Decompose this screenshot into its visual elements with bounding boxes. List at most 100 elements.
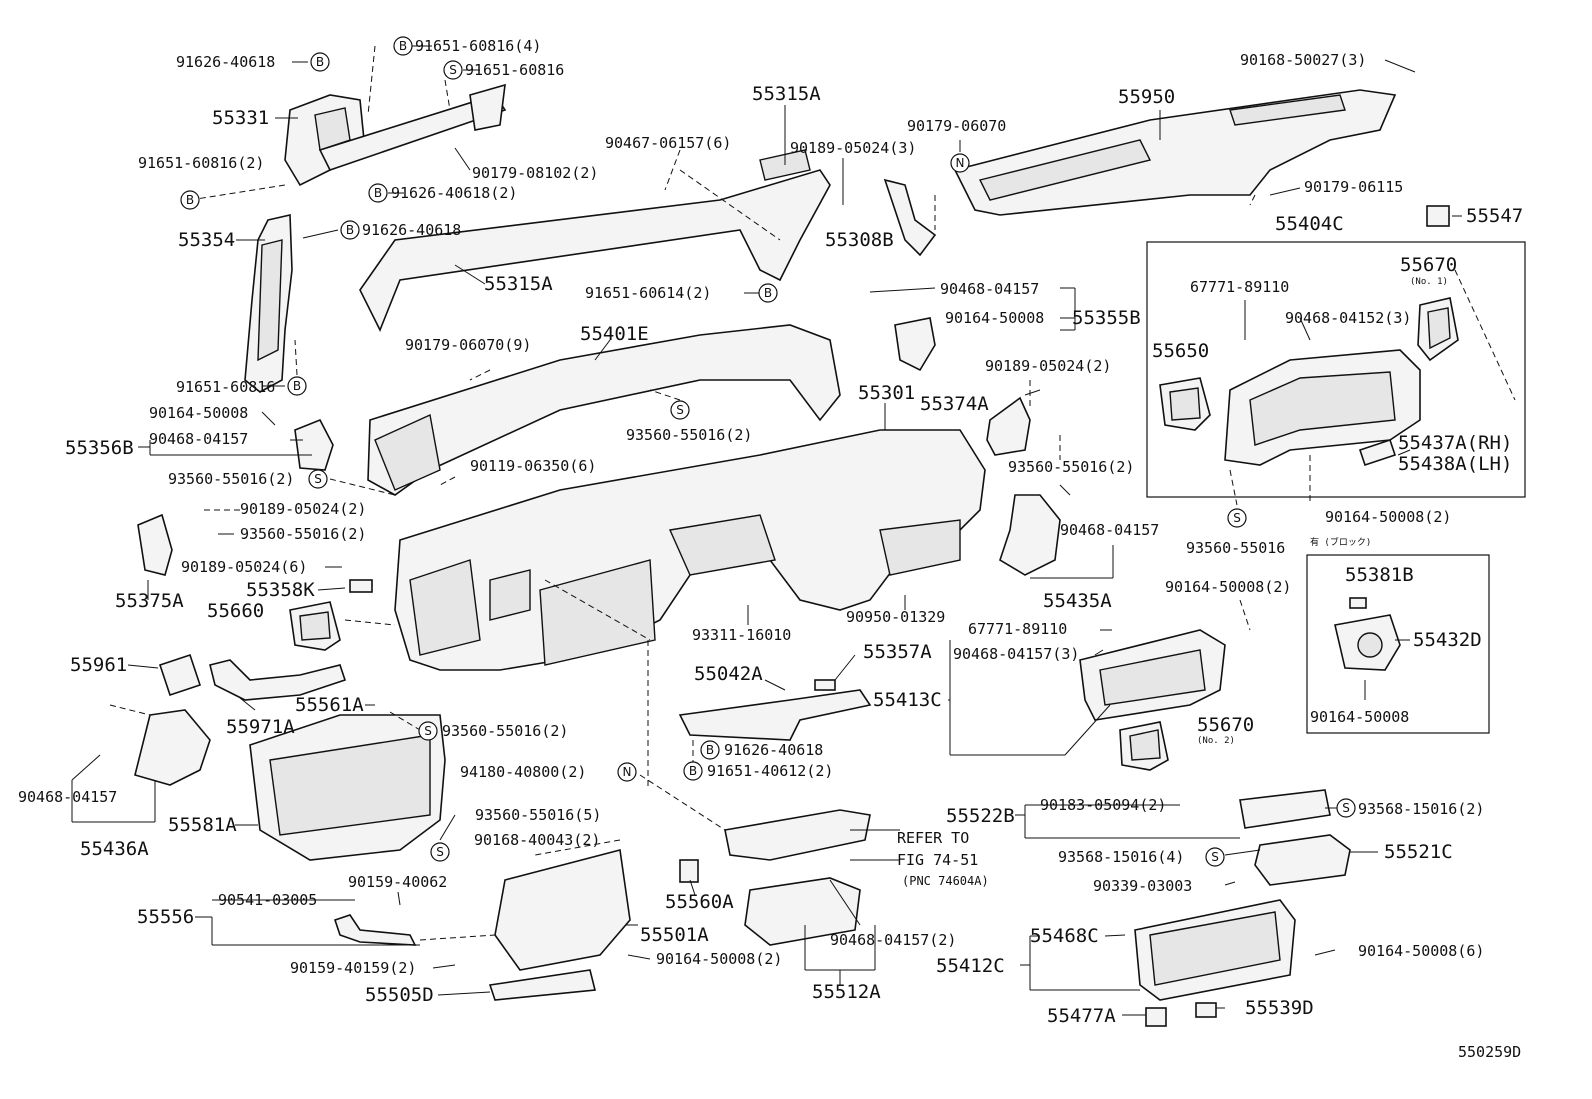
label-91651-60614-2: 91651-60614(2) <box>585 284 711 302</box>
label-55358K: 55358K <box>246 579 315 601</box>
part-55435A-side-panel <box>999 494 1061 576</box>
marker-s-1: S <box>443 60 463 80</box>
part-55505D-hinge <box>488 969 597 1001</box>
part-55670-vent-no1 <box>1417 297 1459 362</box>
svg-text:B: B <box>764 286 772 300</box>
label-90159-40159-2: 90159-40159(2) <box>290 959 416 977</box>
marker-n-2: N <box>617 762 637 782</box>
label-55401E: 55401E <box>580 323 649 345</box>
svg-text:S: S <box>424 724 432 738</box>
label-55374A: 55374A <box>920 393 989 415</box>
label-55547: 55547 <box>1466 205 1523 227</box>
marker-b-5: B <box>340 220 360 240</box>
marker-b-7: B <box>758 283 778 303</box>
part-55547-clip <box>1426 205 1450 227</box>
label-55435A: 55435A <box>1043 590 1112 612</box>
label-93311-16010: 93311-16010 <box>692 626 791 644</box>
label-90164-50008-2c: 90164-50008(2) <box>656 950 782 968</box>
svg-text:S: S <box>314 472 322 486</box>
part-55042A-reinforcement <box>678 689 872 741</box>
label-55560A: 55560A <box>665 891 734 913</box>
part-55356B-bracket <box>294 418 334 471</box>
label-90179-06070-9: 90179-06070(9) <box>405 336 531 354</box>
label-90168-50027-3: 90168-50027(3) <box>1240 51 1366 69</box>
marker-s-5: S <box>418 721 438 741</box>
label-55404C: 55404C <box>1275 213 1344 235</box>
part-55381B-clip <box>1349 597 1367 609</box>
label-90189-05024-6: 90189-05024(6) <box>181 558 307 576</box>
label-91626-40618-c: 91626-40618 <box>724 741 823 759</box>
marker-b-6: B <box>287 376 307 396</box>
label-55650: 55650 <box>1152 340 1209 362</box>
part-55357A-pad <box>814 679 836 691</box>
svg-text:B: B <box>316 55 324 69</box>
label-90164-50008-6: 90164-50008(6) <box>1358 942 1484 960</box>
label-90468-04157-d: 90468-04157 <box>18 788 117 806</box>
label-55412C: 55412C <box>936 955 1005 977</box>
label-55432D: 55432D <box>1413 629 1482 651</box>
svg-text:B: B <box>399 39 407 53</box>
svg-text:B: B <box>374 186 382 200</box>
part-55412C-center-panel <box>1134 899 1296 1001</box>
label-91651-60816: 91651-60816 <box>465 61 564 79</box>
part-55432D-switch-bezel <box>1334 614 1401 671</box>
part-55539D-switch <box>1195 1002 1217 1018</box>
label-55468C: 55468C <box>1030 925 1099 947</box>
label-90183-05094-2: 90183-05094(2) <box>1040 796 1166 814</box>
marker-s-8: S <box>1205 847 1225 867</box>
marker-b-4: B <box>368 183 388 203</box>
label-94180-40800-2: 94180-40800(2) <box>460 763 586 781</box>
label-93560-55016-2e-top: 93560-55016(2) <box>626 426 752 444</box>
label-55522B: 55522B <box>946 805 1015 827</box>
label-55670-no1: 55670 <box>1400 254 1457 276</box>
marker-s-4: S <box>1227 508 1247 528</box>
part-55436A-lower-cover <box>134 709 211 786</box>
label-55581A: 55581A <box>168 814 237 836</box>
label-55556: 55556 <box>137 906 194 928</box>
label-67771-89110: 67771-89110 <box>1190 278 1289 296</box>
part-55355B-bracket <box>894 317 936 372</box>
label-55355B: 55355B <box>1072 307 1141 329</box>
part-55308B-bracket <box>883 178 937 257</box>
label-90468-04157-a: 90468-04157 <box>940 280 1039 298</box>
note-no1: (No. 1) <box>1410 277 1448 287</box>
part-55650-vent <box>1159 377 1211 431</box>
svg-text:S: S <box>676 403 684 417</box>
note-jp-block: 有 (ブロック) <box>1310 536 1371 548</box>
label-55521C: 55521C <box>1384 841 1453 863</box>
note-refer-pnc: (PNC 74604A) <box>902 874 989 888</box>
marker-b-1: B <box>310 52 330 72</box>
svg-text:B: B <box>706 743 714 757</box>
label-55660: 55660 <box>207 600 264 622</box>
label-55308B: 55308B <box>825 229 894 251</box>
label-90468-04157-3: 90468-04157(3) <box>953 645 1079 663</box>
label-90339-03003: 90339-03003 <box>1093 877 1192 895</box>
label-67771-89110-b: 67771-89110 <box>968 620 1067 638</box>
label-55354: 55354 <box>178 229 235 251</box>
part-55521C-pocket <box>1254 834 1351 886</box>
label-90164-50008-b: 90164-50008 <box>149 404 248 422</box>
marker-n-1: N <box>950 153 970 173</box>
label-90164-50008-2a: 90164-50008(2) <box>1325 508 1451 526</box>
label-55357A: 55357A <box>863 641 932 663</box>
label-90468-04157-c: 90468-04157 <box>1060 521 1159 539</box>
part-55660-vent <box>289 601 341 651</box>
marker-b-2: B <box>393 36 413 56</box>
svg-text:S: S <box>449 63 457 77</box>
label-55477A: 55477A <box>1047 1005 1116 1027</box>
label-90164-50008-c: 90164-50008 <box>1310 708 1409 726</box>
svg-text:N: N <box>623 765 632 779</box>
label-90541-03005: 90541-03005 <box>218 891 317 909</box>
label-90467-06157-6: 90467-06157(6) <box>605 134 731 152</box>
label-90468-04157-2: 90468-04157(2) <box>830 931 956 949</box>
label-93560-55016-2d: 93560-55016(2) <box>240 525 366 543</box>
label-91651-60816-b: 91651-60816 <box>176 378 275 396</box>
label-55437A-rh: 55437A(RH) <box>1398 432 1512 454</box>
part-55560A-catch <box>679 859 699 883</box>
part-55375A-bracket <box>137 513 173 576</box>
group-box-55404C <box>1146 241 1526 498</box>
marker-b-8: B <box>700 740 720 760</box>
label-90179-06115: 90179-06115 <box>1304 178 1403 196</box>
note-no2: (No. 2) <box>1197 736 1235 746</box>
part-55331-reinforcement <box>284 83 507 187</box>
